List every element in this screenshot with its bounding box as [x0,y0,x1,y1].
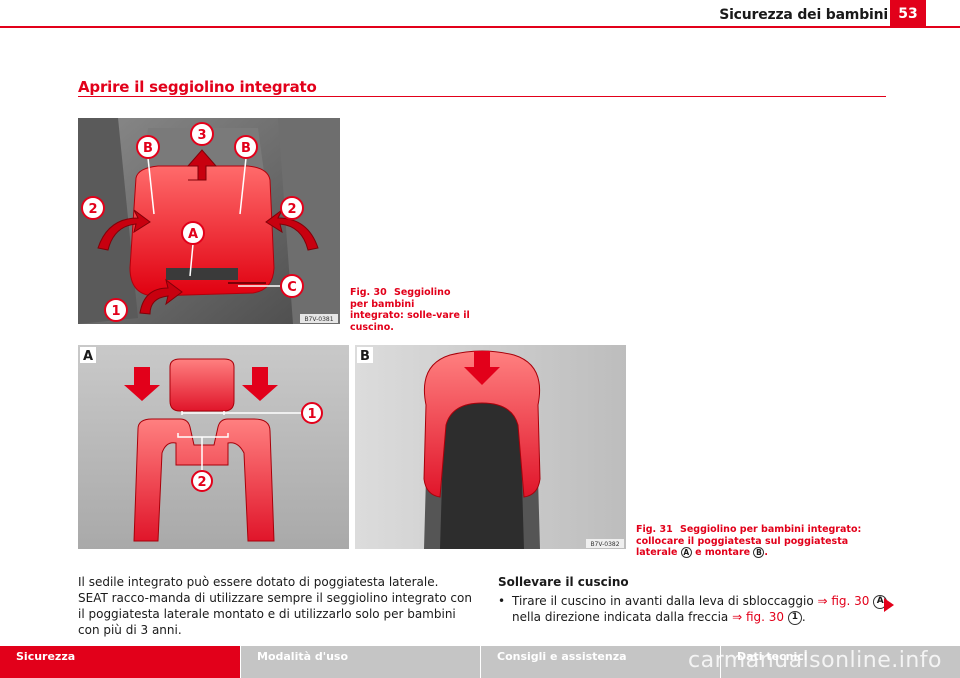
caption-number: Fig. 30 [350,287,387,298]
curved-arrow-right [265,209,319,251]
down-arrow-right [242,367,278,401]
page-number: 53 [890,0,926,28]
panel-a-label: A [83,349,93,364]
caption-number: Fig. 31 [636,524,673,535]
panel-b-label: B [360,349,370,364]
svg-text:2: 2 [287,202,296,217]
svg-text:2: 2 [197,475,206,490]
watermark: carmanualsonline.info [688,648,942,673]
figure-30-link[interactable]: ⇒ fig. 30 [817,594,870,608]
mark-a: A [680,547,692,558]
svg-text:1: 1 [307,407,316,422]
down-arrow-left [124,367,160,401]
callout-1: 1 [104,298,128,322]
instruction-block: Sollevare il cuscino • Tirare il cuscino… [498,574,888,625]
figure-30-illustration: B 3 B 2 2 A C 1 B7V-0381 [78,118,340,324]
figure-31-illustration: 1 2 A B B7V-0382 [78,345,626,549]
svg-text:C: C [287,280,297,295]
callout-2-left: 2 [81,196,105,220]
footer-tab-modalita-duso[interactable]: Modalità d'uso [241,646,480,678]
mark-1: 1 [787,610,802,625]
svg-text:2: 2 [88,202,97,217]
curved-arrow-lower [139,278,183,315]
callout-3: 3 [190,122,214,146]
running-head: Sicurezza dei bambini [719,7,888,23]
bullet-icon: • [498,594,506,608]
next-page-arrow-icon[interactable] [884,598,894,612]
headrest-b [423,350,541,498]
callout-b-left: B [136,135,160,159]
callout-b-right: B [234,135,258,159]
figure-code: B7V-0381 [304,316,333,323]
figure-31-caption: Fig. 31 Seggiolino per bambini integrato… [636,524,888,559]
callout-c: C [280,274,304,298]
intro-paragraph: Il sedile integrato può essere dotato di… [78,575,472,637]
footer-nav: Sicurezza Modalità d'uso Consigli e assi… [0,646,960,678]
instruction-step: • Tirare il cuscino in avanti dalla leva… [498,593,888,625]
step-text-part-1: Tirare il cuscino in avanti dalla leva d… [512,594,814,608]
caption-text: Seggiolino per bambini integrato: solle-… [350,287,470,333]
svg-text:A: A [188,227,198,242]
instruction-subheading: Sollevare il cuscino [498,575,629,589]
caption-text-1: Seggiolino per bambini integrato: colloc… [636,524,862,558]
figure-30-link-2[interactable]: ⇒ fig. 30 [732,610,785,624]
callout-a: A [181,221,205,245]
svg-text:3: 3 [197,128,206,143]
headrest-a [169,358,235,412]
section-title: Aprire il seggiolino integrato [78,78,317,96]
svg-text:1: 1 [111,304,120,319]
step-text-part-2: nella direzione indicata dalla freccia [512,610,729,624]
footer-tab-consigli-assistenza[interactable]: Consigli e assistenza [481,646,720,678]
figure-code: B7V-0382 [590,541,619,548]
callout-1: 1 [301,402,323,424]
step-end: . [801,610,806,624]
caption-text-2: e montare [695,547,751,558]
step-text: Tirare il cuscino in avanti dalla leva d… [512,593,888,625]
down-arrow-b [464,351,500,385]
svg-text:B: B [143,141,153,156]
footer-tab-dati-tecnici[interactable]: Dati tecnici [721,646,960,678]
svg-text:B: B [241,141,251,156]
mark-b: B [753,547,765,558]
side-wings-a [133,418,275,542]
caption-end: . [764,547,769,558]
footer-tab-sicurezza[interactable]: Sicurezza [0,646,240,678]
figure-30-caption: Fig. 30 Seggiolino per bambini integrato… [350,287,470,333]
callout-2-right: 2 [280,196,304,220]
callout-2: 2 [191,470,213,492]
section-rule [78,96,886,97]
up-arrow-3 [186,149,218,181]
header-rule [0,26,960,28]
curved-arrow-left [97,209,151,251]
